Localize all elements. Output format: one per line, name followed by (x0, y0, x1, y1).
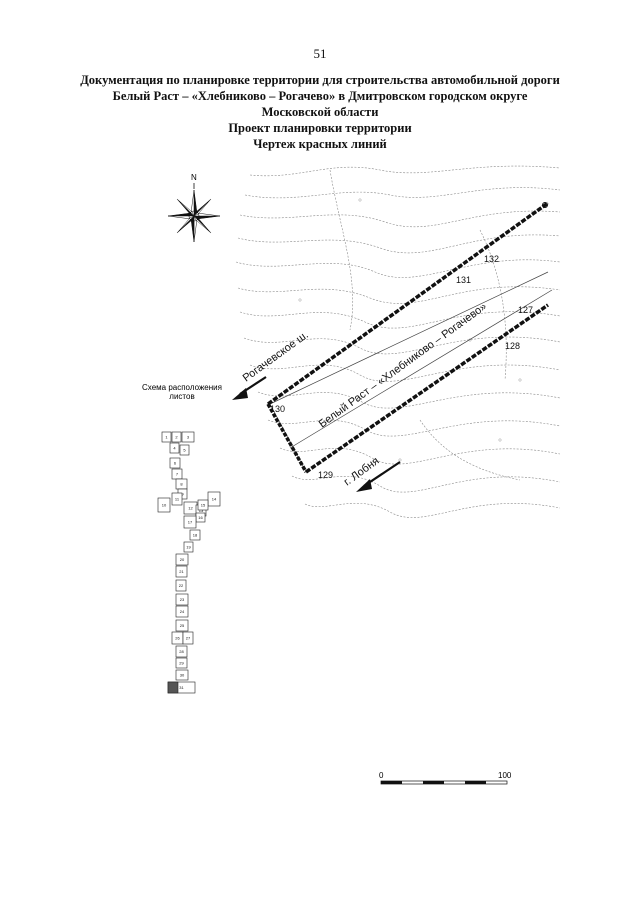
red-line-upper (266, 201, 550, 406)
sheet-cell (175, 579, 187, 592)
document-header: Документация по планировке территории дл… (0, 72, 640, 152)
header-line-5: Чертеж красных линий (253, 137, 387, 151)
sheet-number: 25 (180, 623, 185, 628)
sheet-cell (175, 593, 189, 606)
red-line-lower (305, 303, 549, 474)
direction-label-upper: Рогачевское ш. (241, 329, 311, 384)
sheet-number: 9 (181, 492, 184, 497)
header-line-2: Белый Раст – «Хлебниково – Рогачево» в Д… (112, 89, 528, 103)
red-line-end (266, 403, 308, 473)
sheet-cell (161, 431, 172, 443)
sheet-number: 20 (180, 557, 185, 562)
compass-rose: N (167, 173, 221, 243)
contour-lines (235, 165, 560, 518)
sheet-number: 12 (188, 506, 193, 511)
sheet-number: 24 (180, 609, 185, 614)
sheet-number: 4 (173, 446, 176, 451)
sheet-number: 19 (186, 545, 191, 550)
header-line-4: Проект планировки территории (228, 121, 412, 135)
sheet-cell (183, 541, 194, 553)
sheet-cell (171, 431, 182, 443)
sheet-number: 11 (175, 497, 180, 502)
sheet-number: 27 (186, 636, 191, 641)
scale-bar: 0 100 (379, 771, 512, 785)
scale-start-label: 0 (379, 771, 384, 780)
inset-title: Схема расположения (142, 383, 222, 392)
sheet-cell (169, 457, 181, 469)
point-label: 130 (270, 404, 285, 414)
sheet-cell (157, 497, 171, 513)
sheet-number: 8 (180, 482, 183, 487)
sheet-number: 7 (176, 472, 179, 477)
sheet-number: 17 (188, 520, 193, 525)
header-line-3: Московской области (261, 105, 379, 119)
sheet-number: 2 (175, 435, 178, 440)
sheet-cell (175, 605, 189, 618)
sheet-cell (175, 619, 189, 632)
sheet-number: 6 (174, 461, 177, 466)
scale-end-label: 100 (498, 771, 512, 780)
sheet-number: 31 (179, 685, 184, 690)
sheet-cell (197, 499, 209, 511)
current-sheet-marker (167, 681, 179, 694)
road-corridor (266, 201, 553, 474)
sheet-cell (175, 565, 188, 578)
sheet-cell (207, 491, 221, 507)
sheet-cell (169, 442, 180, 454)
point-label: 131 (456, 275, 471, 285)
sheet-number: 18 (193, 533, 198, 538)
sheet-cell (181, 431, 195, 443)
point-label: 127 (518, 305, 533, 315)
sheet-number: 3 (187, 435, 190, 440)
sheet-cell (175, 669, 189, 681)
sheet-cell (179, 444, 190, 456)
point-label: 129 (318, 470, 333, 480)
sheet-number: 13 (199, 508, 204, 513)
sheet-cell (175, 553, 189, 566)
sheet-number: 28 (179, 649, 184, 654)
sheet-number: 30 (180, 673, 185, 678)
inset-title: листов (169, 392, 194, 401)
page-number: 51 (313, 46, 327, 61)
sheet-number: 5 (183, 448, 186, 453)
sheet-number: 14 (212, 497, 217, 502)
sheet-number: 21 (179, 569, 184, 574)
sheet-number: 15 (201, 503, 206, 508)
sheet-number: 1 (165, 435, 168, 440)
sheet-number: 10 (162, 503, 167, 508)
sheet-cell (171, 492, 183, 506)
sheet-cell (182, 631, 194, 645)
direction-arrows (232, 376, 401, 492)
point-label: 132 (484, 254, 499, 264)
sheet-cell (175, 645, 188, 658)
sheet-number: 23 (180, 597, 185, 602)
sheet-number: 22 (179, 583, 184, 588)
sheet-number: 26 (175, 636, 180, 641)
point-label: 128 (505, 341, 520, 351)
sheet-cell (189, 529, 201, 541)
sheet-cell (183, 515, 197, 529)
sheet-number: 29 (179, 661, 184, 666)
sheet-cell (175, 657, 188, 669)
sheet-number: 16 (198, 515, 203, 520)
header-line-1: Документация по планировке территории дл… (80, 73, 560, 87)
north-label: N (191, 173, 197, 182)
